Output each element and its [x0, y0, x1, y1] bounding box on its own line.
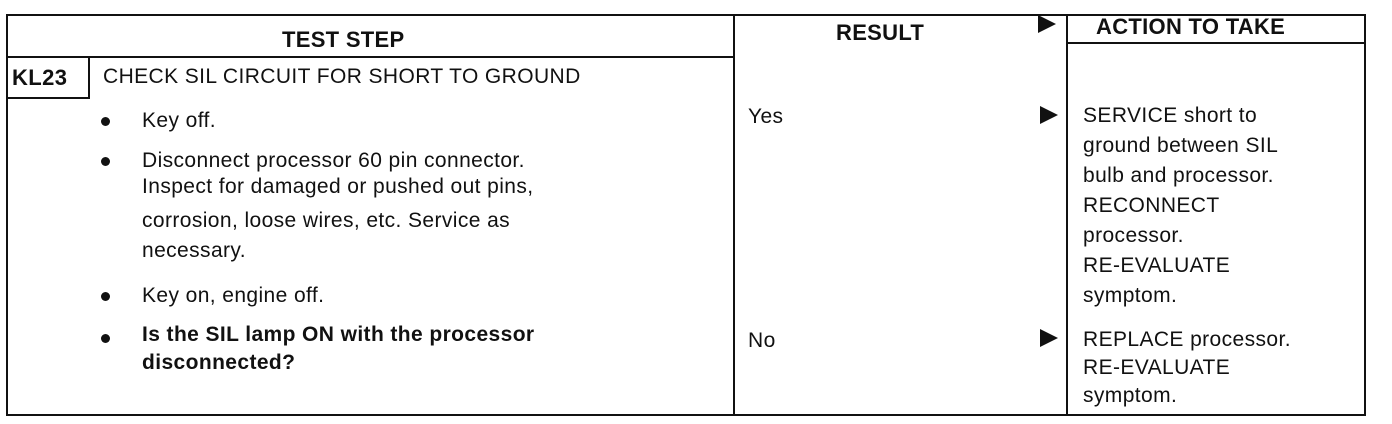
- action-no-line-2: RE-EVALUATE: [1083, 356, 1231, 379]
- column-divider-action: [1066, 14, 1068, 416]
- bullet-3-icon: [101, 292, 110, 301]
- action-yes-line-4: RECONNECT: [1083, 194, 1220, 217]
- action-yes-line-1: SERVICE short to: [1083, 104, 1258, 127]
- column-divider-result: [733, 14, 735, 416]
- bullet-3-line-1: Key on, engine off.: [142, 284, 325, 307]
- bullet-1-line-1: Key off.: [142, 109, 217, 132]
- action-no-line-3: symptom.: [1083, 384, 1178, 407]
- diagnostic-table: [6, 14, 1366, 416]
- result-no-arrow-icon: [1040, 329, 1058, 347]
- bullet-2-icon: [101, 157, 110, 166]
- result-yes-arrow-icon: [1040, 106, 1058, 124]
- action-yes-line-7: symptom.: [1083, 284, 1178, 307]
- bullet-4-icon: [101, 334, 110, 343]
- bullet-2-line-3: corrosion, loose wires, etc. Service as: [142, 209, 511, 232]
- bullet-2-line-1: Disconnect processor 60 pin connector.: [142, 149, 525, 172]
- header-divider: [6, 56, 734, 58]
- header-divider-action: [1066, 42, 1366, 44]
- bullet-4-line-2: disconnected?: [142, 351, 296, 374]
- header-result: RESULT: [836, 20, 925, 45]
- bullet-1-icon: [101, 117, 110, 126]
- action-no-line-1: REPLACE processor.: [1083, 328, 1291, 351]
- step-title-divider: [6, 97, 90, 99]
- action-yes-line-6: RE-EVALUATE: [1083, 254, 1231, 277]
- step-code-divider: [88, 58, 90, 99]
- step-title: CHECK SIL CIRCUIT FOR SHORT TO GROUND: [103, 65, 581, 88]
- action-yes-line-5: processor.: [1083, 224, 1184, 247]
- bullet-4-line-1: Is the SIL lamp ON with the processor: [142, 323, 535, 346]
- bullet-2-line-2: Inspect for damaged or pushed out pins,: [142, 175, 534, 198]
- action-yes-line-2: ground between SIL: [1083, 134, 1279, 157]
- result-no: No: [748, 329, 776, 352]
- bullet-2-line-4: necessary.: [142, 239, 246, 262]
- header-test-step: TEST STEP: [282, 27, 405, 52]
- header-action: ACTION TO TAKE: [1096, 14, 1286, 39]
- result-yes: Yes: [748, 105, 784, 128]
- step-code: KL23: [12, 65, 68, 90]
- action-yes-line-3: bulb and processor.: [1083, 164, 1274, 187]
- header-arrow-icon: [1038, 15, 1056, 33]
